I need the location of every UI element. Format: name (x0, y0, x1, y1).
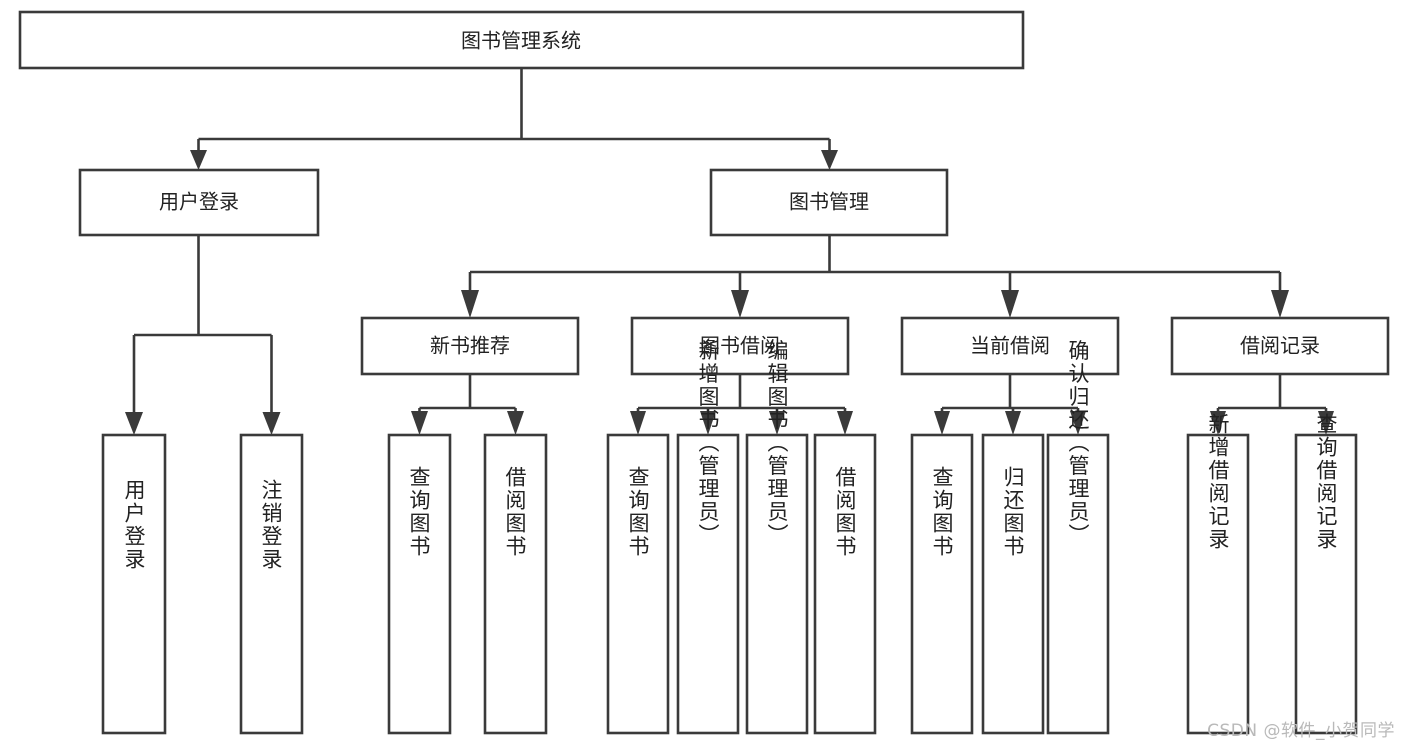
arrow-leaf-edit-book (769, 411, 785, 435)
node-leaf-add-borrow-record[interactable]: 新增借阅记录 (1186, 413, 1250, 735)
arrow-book-borrow (731, 290, 749, 318)
arrow-to-book-management (821, 150, 838, 170)
leaf-query-book-recommend-box[interactable] (387, 433, 452, 735)
node-leaf-query-book-recommend[interactable]: 查询图书 (387, 433, 452, 735)
book-management-box[interactable] (709, 168, 949, 237)
node-book-borrow[interactable]: 图书借阅 (630, 316, 850, 376)
leaf-add-borrow-record-box[interactable] (1186, 433, 1250, 735)
leaf-add-borrow-record-label: 新增借阅记录 (1206, 413, 1230, 551)
arrow-leaf-query-book-current (934, 411, 950, 435)
user-login-label: 用户登录 (159, 190, 239, 214)
arrow-leaf-return-book (1005, 411, 1021, 435)
leaf-query-book-recommend-label: 查询图书 (407, 466, 431, 558)
leaf-user-login-label: 用户登录 (122, 479, 146, 571)
new-book-recommend-label: 新书推荐 (430, 334, 510, 358)
root-label: 图书管理系统 (461, 29, 581, 53)
leaf-user-logout-label: 注销登录 (259, 479, 283, 571)
leaf-query-book-borrow-box[interactable] (606, 433, 670, 735)
leaf-confirm-return-label: 确认归还（管理员） (1066, 340, 1090, 547)
node-current-borrow[interactable]: 当前借阅 (900, 316, 1120, 376)
node-borrow-record[interactable]: 借阅记录 (1170, 316, 1390, 376)
node-user-login[interactable]: 用户登录 (78, 168, 320, 237)
arrow-borrow-record (1271, 290, 1289, 318)
user-login-box[interactable] (78, 168, 320, 237)
arrow-leaf-add-book (700, 411, 716, 435)
current-borrow-label: 当前借阅 (970, 334, 1050, 358)
arrow-leaf-query-book-recommend (411, 411, 428, 435)
arrow-leaf-user-logout (262, 412, 281, 435)
node-leaf-add-book[interactable]: 新增图书（管理员） (676, 340, 740, 735)
borrow-record-box[interactable] (1170, 316, 1390, 376)
node-leaf-query-borrow-record[interactable]: 查询借阅记录 (1294, 413, 1358, 735)
arrow-leaf-borrow-book-recommend (507, 411, 524, 435)
leaf-borrow-book-box[interactable] (813, 433, 877, 735)
node-leaf-return-book[interactable]: 归还图书 (981, 433, 1045, 735)
leaf-user-login-box[interactable] (101, 433, 167, 735)
arrow-leaf-user-login (125, 412, 143, 435)
book-borrow-label: 图书借阅 (700, 334, 780, 358)
new-book-recommend-box[interactable] (360, 316, 580, 376)
leaf-edit-book-box[interactable] (745, 433, 809, 735)
node-new-book-recommend[interactable]: 新书推荐 (360, 316, 580, 376)
leaf-query-book-current-label: 查询图书 (930, 466, 954, 558)
node-leaf-query-book-borrow[interactable]: 查询图书 (606, 433, 670, 735)
leaf-add-book-box[interactable] (676, 433, 740, 735)
node-leaf-edit-book[interactable]: 编辑图书（管理员） (745, 340, 809, 735)
arrow-leaf-query-borrow-record (1318, 411, 1334, 435)
leaf-query-borrow-record-label: 查询借阅记录 (1314, 413, 1338, 551)
leaf-borrow-book-label: 借阅图书 (833, 466, 857, 558)
root-box[interactable] (18, 10, 1025, 70)
arrow-new-book-recommend (461, 290, 479, 318)
node-leaf-user-login[interactable]: 用户登录 (101, 433, 167, 735)
arrow-leaf-add-borrow-record (1210, 411, 1226, 435)
arrow-to-user-login (190, 150, 207, 170)
node-leaf-borrow-book[interactable]: 借阅图书 (813, 433, 877, 735)
arrow-leaf-confirm-return (1070, 411, 1086, 435)
leaf-user-logout-box[interactable] (239, 433, 304, 735)
node-book-management[interactable]: 图书管理 (709, 168, 949, 237)
leaf-query-book-borrow-label: 查询图书 (626, 466, 650, 558)
node-leaf-user-logout[interactable]: 注销登录 (239, 433, 304, 735)
borrow-record-label: 借阅记录 (1240, 334, 1320, 358)
node-leaf-confirm-return[interactable]: 确认归还（管理员） (1046, 340, 1110, 735)
leaf-add-book-label: 新增图书（管理员） (696, 340, 720, 547)
leaf-return-book-box[interactable] (981, 433, 1045, 735)
arrow-leaf-borrow-book (837, 411, 853, 435)
node-leaf-query-book-current[interactable]: 查询图书 (910, 433, 974, 735)
leaf-edit-book-label: 编辑图书（管理员） (765, 340, 789, 547)
leaf-confirm-return-box[interactable] (1046, 433, 1110, 735)
node-leaf-borrow-book-recommend[interactable]: 借阅图书 (483, 433, 548, 735)
leaf-query-borrow-record-box[interactable] (1294, 433, 1358, 735)
arrow-current-borrow (1001, 290, 1019, 318)
leaf-borrow-book-recommend-label: 借阅图书 (503, 466, 527, 558)
book-borrow-box[interactable] (630, 316, 850, 376)
arrow-leaf-query-book-borrow (630, 411, 646, 435)
leaf-query-book-current-box[interactable] (910, 433, 974, 735)
current-borrow-box[interactable] (900, 316, 1120, 376)
book-management-label: 图书管理 (789, 190, 869, 214)
leaf-return-book-label: 归还图书 (1001, 466, 1025, 558)
leaf-borrow-book-recommend-box[interactable] (483, 433, 548, 735)
node-root[interactable]: 图书管理系统 (18, 10, 1025, 70)
connector-layer (125, 68, 1334, 435)
